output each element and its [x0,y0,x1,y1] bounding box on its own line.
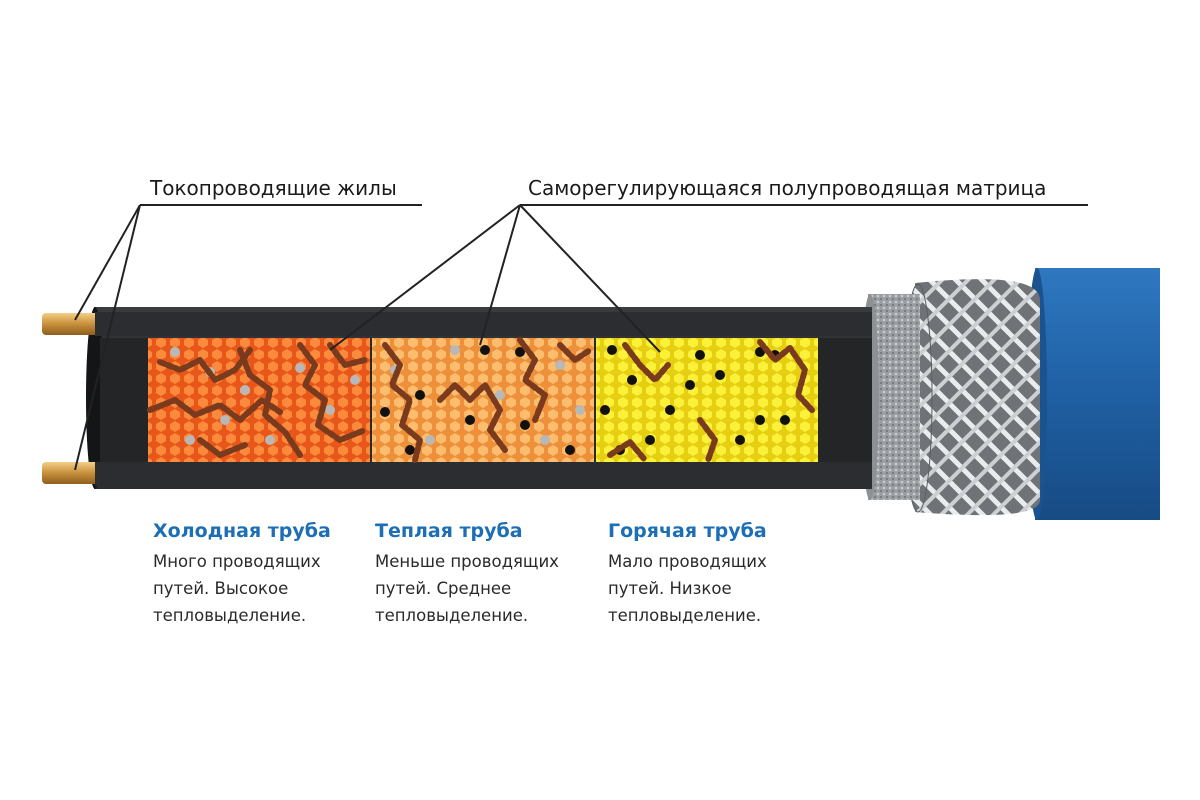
gray-cells [170,345,585,445]
caption-warm: Теплая труба Меньше проводящих путей. Ср… [375,520,615,629]
leader-lines [74,204,1088,471]
caption-line: Мало проводящих [608,552,767,571]
metal-braid [903,279,1040,516]
matrix-label: Саморегулирующаяся полупроводящая матриц… [528,176,1047,200]
caption-cold: Холодная труба Много проводящих путей. В… [153,520,393,629]
caption-warm-title: Теплая труба [375,520,523,542]
caption-cold-desc: Много проводящих путей. Высокое тепловыд… [153,548,393,629]
caption-hot-title: Горячая труба [608,520,767,542]
caption-line: путей. Среднее [375,579,512,598]
caption-line: тепловыделение. [375,606,529,625]
caption-line: путей. Высокое [153,579,289,598]
caption-cold-title: Холодная труба [153,520,331,542]
caption-line: тепловыделение. [608,606,762,625]
caption-line: Меньше проводящих [375,552,559,571]
outer-jacket [1027,268,1160,520]
caption-line: Много проводящих [153,552,321,571]
caption-line: путей. Низкое [608,579,732,598]
conductors-label: Токопроводящие жилы [150,176,397,200]
copper-conductors [42,312,872,486]
caption-line: тепловыделение. [153,606,307,625]
matrix-section-warm [372,338,594,462]
black-cells [380,345,790,455]
caption-hot: Горячая труба Мало проводящих путей. Низ… [608,520,848,629]
caption-warm-desc: Меньше проводящих путей. Среднее тепловы… [375,548,615,629]
caption-hot-desc: Мало проводящих путей. Низкое тепловыдел… [608,548,848,629]
section-dividers [370,338,596,462]
conductive-paths [147,337,815,463]
